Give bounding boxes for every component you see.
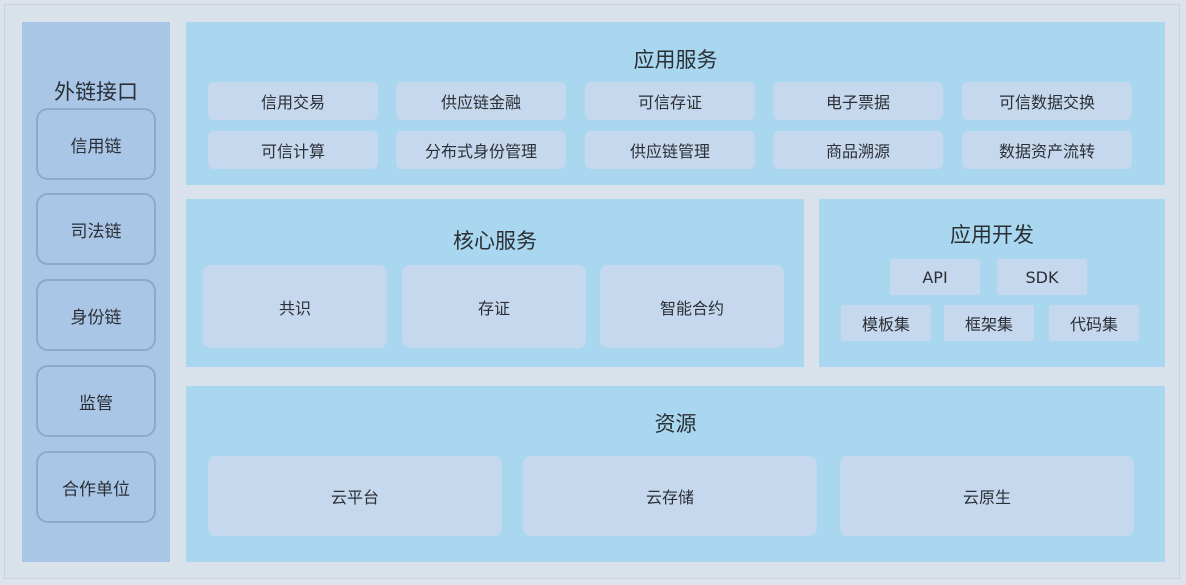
app-dev-tile-frameworks: 框架集: [944, 305, 1034, 341]
sidebar-title: 外链接口: [54, 80, 138, 104]
resources-title: 资源: [654, 412, 697, 436]
app-service-tile: 数据资产流转: [962, 131, 1132, 169]
app-dev-tile-sdk: SDK: [997, 259, 1087, 295]
sidebar-item-credit-chain: 信用链: [36, 108, 156, 180]
app-service-tile: 信用交易: [208, 82, 378, 120]
app-dev-tile-code: 代码集: [1049, 305, 1139, 341]
app-services-panel: 应用服务 信用交易 供应链金融 可信存证 电子票据 可信数据交换 可信计算 分布…: [186, 22, 1165, 185]
app-service-tile: 可信数据交换: [962, 82, 1132, 120]
app-dev-tile-api: API: [890, 259, 980, 295]
app-service-tile: 分布式身份管理: [396, 131, 566, 169]
resource-tile: 云原生: [840, 456, 1134, 536]
resource-tile: 云平台: [208, 456, 502, 536]
app-dev-tile-templates: 模板集: [841, 305, 931, 341]
sidebar-item-regulation: 监管: [36, 365, 156, 437]
external-interface-sidebar: 外链接口 信用链 司法链 身份链 监管 合作单位: [22, 22, 170, 562]
sidebar-item-identity-chain: 身份链: [36, 279, 156, 351]
core-services-title: 核心服务: [453, 229, 537, 253]
core-service-tile: 存证: [402, 265, 586, 348]
app-service-tile: 电子票据: [773, 82, 943, 120]
core-service-tile: 共识: [203, 265, 387, 348]
app-service-tile: 可信存证: [585, 82, 755, 120]
app-dev-title: 应用开发: [950, 223, 1034, 247]
app-service-tile: 可信计算: [208, 131, 378, 169]
app-dev-panel: 应用开发 API SDK 模板集 框架集 代码集: [819, 199, 1165, 367]
sidebar-item-partners: 合作单位: [36, 451, 156, 523]
app-service-tile: 供应链金融: [396, 82, 566, 120]
resource-tile: 云存储: [523, 456, 817, 536]
core-service-tile: 智能合约: [600, 265, 784, 348]
app-service-tile: 供应链管理: [585, 131, 755, 169]
sidebar-item-judicial-chain: 司法链: [36, 193, 156, 265]
app-services-title: 应用服务: [633, 48, 718, 72]
resources-panel: 资源 云平台 云存储 云原生: [186, 386, 1165, 562]
core-services-panel: 核心服务 共识 存证 智能合约: [186, 199, 804, 367]
app-service-tile: 商品溯源: [773, 131, 943, 169]
